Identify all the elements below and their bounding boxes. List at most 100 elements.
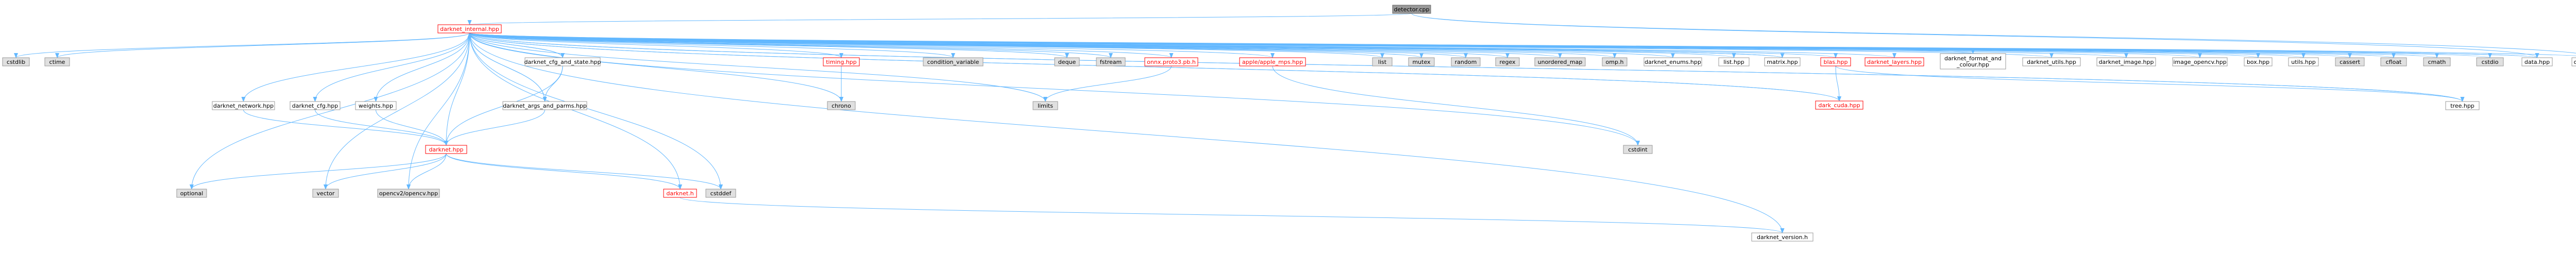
node-box: [176, 189, 207, 198]
edge-internal-to-cond_var: [469, 32, 955, 58]
edge-internal-to-cfg: [313, 32, 470, 102]
node-box[interactable]: box.hpp: [2244, 57, 2273, 66]
node-box: [1815, 100, 1863, 110]
node-enums[interactable]: darknet_enums.hpp: [1643, 57, 1702, 66]
node-label: darknet_enums.hpp: [1645, 59, 1701, 65]
node-box: [2, 57, 30, 66]
node-label: condition_variable: [927, 59, 979, 65]
node-label: darknet.hpp: [429, 146, 463, 153]
node-matrix[interactable]: matrix.hpp: [1764, 57, 1801, 66]
node-onnx[interactable]: onnx.proto3.pb.h: [1144, 57, 1198, 66]
node-layers[interactable]: darknet_layers.hpp: [1865, 57, 1924, 66]
node-label: onnx.proto3.pb.h: [1147, 59, 1196, 65]
node-label: darknet_cfg.hpp: [292, 103, 338, 109]
node-unordered-map: unordered_map: [1534, 57, 1586, 66]
node-deque: deque: [1054, 57, 1080, 66]
node-internal[interactable]: darknet_internal.hpp: [437, 24, 502, 33]
node-label: cstddef: [710, 190, 732, 197]
node-list-hpp[interactable]: list.hpp: [1718, 57, 1750, 66]
node-tree[interactable]: tree.hpp: [2445, 101, 2480, 110]
node-timing[interactable]: timing.hpp: [823, 57, 860, 66]
node-weights[interactable]: weights.hpp: [355, 101, 397, 110]
edge-data-to-internal: [468, 32, 2537, 58]
edge-internal-to-version: [469, 32, 1785, 233]
node-box: [1602, 57, 1628, 66]
edge-internal-to-vector: [324, 32, 470, 190]
edge-internal-to-cstddef: [469, 32, 723, 190]
node-label: utils.hpp: [2291, 59, 2316, 65]
node-box: [1144, 57, 1198, 66]
edge-args-to-internal: [467, 32, 545, 102]
edge-apple_mps-to-cstdint: [1272, 65, 1640, 146]
node-cfloat: cfloat: [2380, 57, 2407, 66]
node-label: deque: [1058, 59, 1076, 65]
node-label: tree.hpp: [2450, 103, 2475, 109]
node-label: cassert: [2340, 59, 2361, 65]
node-utils-d[interactable]: darknet_utils.hpp: [2022, 57, 2081, 66]
node-box: [1096, 57, 1126, 66]
node-label: darknet_version.h: [1757, 234, 1808, 241]
edge-network-to-darknet_hpp: [243, 109, 448, 146]
node-dark-cuda[interactable]: dark_cuda.hpp: [1815, 100, 1863, 110]
node-label: mutex: [1412, 59, 1431, 65]
node-box: [823, 57, 860, 66]
node-chrono: chrono: [827, 101, 856, 110]
node-box: [923, 57, 984, 66]
node-box: [827, 101, 856, 110]
node-apple-mps[interactable]: apple/apple_mps.hpp: [1239, 57, 1306, 66]
node-label: darknet_layers.hpp: [1867, 59, 1922, 65]
node-opencv: opencv2/opencv.hpp: [377, 189, 440, 198]
node-darknet-h[interactable]: darknet.h: [663, 189, 697, 198]
node-label: darknet_format_and: [1944, 55, 2002, 62]
node-cmath: cmath: [2423, 57, 2451, 66]
node-box: [2521, 57, 2553, 66]
node-utils[interactable]: utils.hpp: [2288, 57, 2319, 66]
node-label: opencv2/opencv.hpp: [379, 190, 438, 197]
node-box: [312, 189, 339, 198]
node-omp: omp.h: [1602, 57, 1628, 66]
node-network[interactable]: darknet_network.hpp: [212, 101, 275, 110]
node-label: darknet_internal.hpp: [440, 26, 499, 32]
node-box: [1940, 53, 2006, 70]
edge-internal-to-network: [241, 32, 470, 102]
node-box: [1408, 57, 1435, 66]
node-option-list[interactable]: option_list.hpp: [2571, 57, 2576, 66]
node-label: darknet_args_and_parms.hpp: [503, 103, 587, 109]
node-label: darknet_utils.hpp: [2027, 59, 2076, 65]
node-format-colour[interactable]: darknet_format_and_colour.hpp: [1940, 53, 2006, 70]
node-label: darknet_network.hpp: [213, 103, 274, 109]
node-box: [437, 24, 502, 33]
node-box: [1751, 232, 1814, 242]
node-label: chrono: [832, 103, 851, 109]
node-cfg-state[interactable]: darknet_cfg_and_state.hpp: [524, 57, 601, 66]
node-cfg[interactable]: darknet_cfg.hpp: [290, 101, 341, 110]
edge-internal-to-ctime: [55, 32, 470, 58]
node-box: [1054, 57, 1080, 66]
node-box: [212, 101, 275, 110]
node-data[interactable]: data.hpp: [2521, 57, 2553, 66]
node-box: [2445, 101, 2480, 110]
node-box: [1820, 57, 1851, 66]
node-darknet-hpp[interactable]: darknet.hpp: [425, 145, 467, 154]
node-image-d[interactable]: darknet_image.hpp: [2096, 57, 2156, 66]
node-vector: vector: [312, 189, 339, 198]
node-box: [2244, 57, 2273, 66]
node-box: [44, 57, 70, 66]
edge-dark_cuda-to-internal: [467, 32, 1840, 102]
node-label: option_list.hpp: [2574, 59, 2576, 65]
edge-internal-to-darknet_hpp: [444, 32, 470, 146]
node-label: regex: [1499, 59, 1516, 65]
node-image-opencv[interactable]: image_opencv.hpp: [2172, 57, 2228, 66]
node-box: [1643, 57, 1702, 66]
node-blas[interactable]: blas.hpp: [1820, 57, 1851, 66]
node-list: list: [1372, 57, 1393, 66]
node-args[interactable]: darknet_args_and_parms.hpp: [502, 101, 587, 110]
node-detector[interactable]: detector.cpp: [1392, 5, 1431, 14]
node-label: cmath: [2428, 59, 2446, 65]
node-box: [1534, 57, 1586, 66]
node-box: [425, 145, 467, 154]
node-version[interactable]: darknet_version.h: [1751, 232, 1814, 242]
node-label: unordered_map: [1538, 59, 1583, 65]
node-label: cstdlib: [7, 59, 25, 65]
